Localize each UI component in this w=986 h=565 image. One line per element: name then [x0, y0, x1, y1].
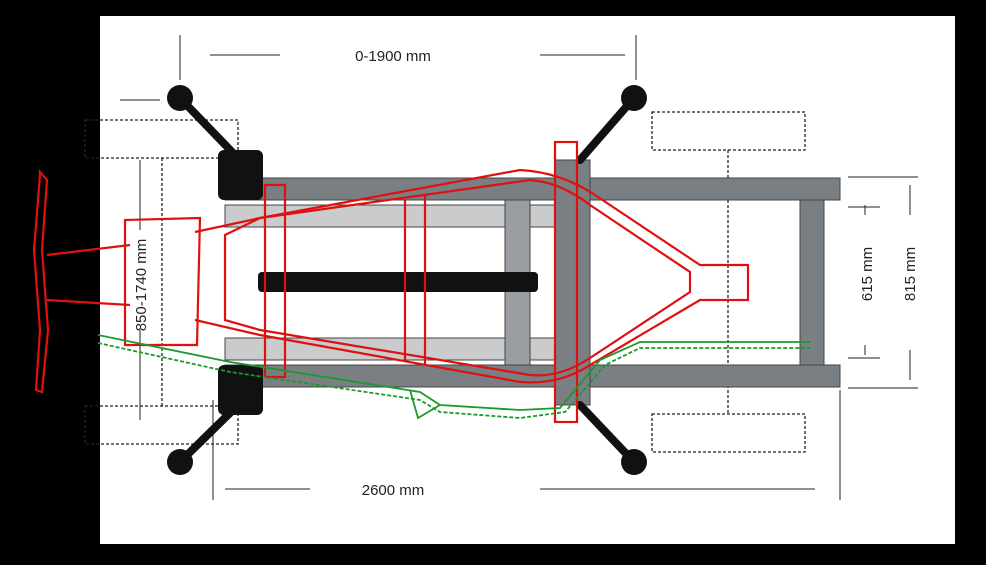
green-overlay-tube: [97, 334, 810, 420]
dimension-inner-track: 615 mm: [859, 247, 876, 301]
dimension-outer-track: 815 mm: [902, 247, 919, 301]
dimension-left-range: 850-1740 mm: [133, 239, 150, 332]
dimension-top-width: 0-1900 mm: [355, 48, 431, 65]
red-overlay-frame: [32, 140, 750, 424]
dimension-lines: [120, 35, 918, 500]
center-shaft: [258, 272, 538, 292]
dimension-length: 2600 mm: [362, 482, 425, 499]
wheel-assemblies: [167, 85, 647, 475]
wheel-arms: [176, 94, 638, 466]
